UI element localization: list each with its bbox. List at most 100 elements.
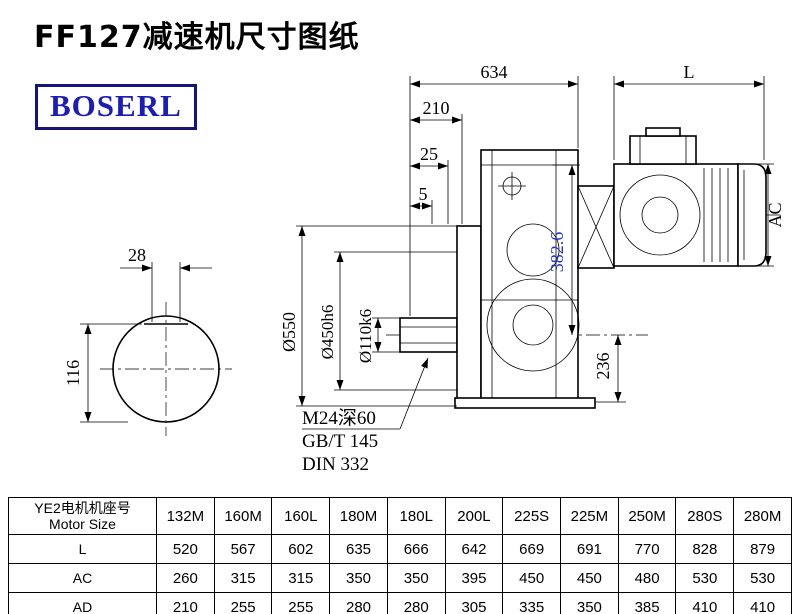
col-header: 180M xyxy=(329,497,388,535)
dimension-flange-dia: Ø550 xyxy=(279,225,457,407)
dim-value: 530 xyxy=(675,563,735,593)
col-header: 160L xyxy=(271,497,331,535)
dim-value: 828 xyxy=(675,534,735,564)
hollow-shaft xyxy=(399,317,458,353)
dim-value: 350 xyxy=(386,563,446,593)
dim-value: 385 xyxy=(617,592,677,614)
col-header: 132M xyxy=(156,497,215,535)
dim-value: 602 xyxy=(271,534,331,564)
tap-callout: M24深60 GB/T 145 DIN 332 xyxy=(302,357,429,475)
dimension-AC: AC xyxy=(740,163,785,267)
dim-value: 635 xyxy=(329,534,388,564)
housing-base xyxy=(454,397,596,409)
dim-value: 530 xyxy=(733,563,792,593)
fan-cover xyxy=(737,163,767,267)
col-header: 180L xyxy=(386,497,446,535)
dim-AC-label: AC xyxy=(765,202,785,227)
dim-value: 450 xyxy=(502,563,562,593)
gear-outline xyxy=(486,278,580,372)
dim-value: 255 xyxy=(213,592,273,614)
gbt-standard-label: GB/T 145 xyxy=(302,431,378,452)
dim-value: 260 xyxy=(156,563,215,593)
dim-value: 280 xyxy=(329,592,388,614)
col-header: 225S xyxy=(502,497,562,535)
table-row-L: L 520 567 602 635 666 642 669 691 770 82… xyxy=(8,534,792,564)
dimension-382-6: 382.6 xyxy=(547,164,580,335)
main-view: 634 L 210 25 5 xyxy=(279,62,785,475)
dim-value: 666 xyxy=(386,534,446,564)
table-title-cell: YE2电机机座号 Motor Size xyxy=(8,497,157,535)
col-header: 225M xyxy=(560,497,619,535)
dim-28-label: 28 xyxy=(128,245,146,265)
col-header: 160M xyxy=(213,497,273,535)
tap-hole-label: M24深60 xyxy=(302,407,376,429)
dim-value: 691 xyxy=(560,534,619,564)
dim-450h6-label: Ø450h6 xyxy=(318,305,337,360)
dim-value: 350 xyxy=(329,563,388,593)
dimension-116: 116 xyxy=(63,323,142,423)
dim-value: 315 xyxy=(271,563,331,593)
dim-value: 315 xyxy=(213,563,273,593)
dim-550-label: Ø550 xyxy=(279,312,299,352)
col-header: 280S xyxy=(675,497,735,535)
dim-value: 480 xyxy=(617,563,677,593)
row-label: AC xyxy=(8,563,157,593)
row-label: L xyxy=(8,534,157,564)
boserl-logo: BOSERL xyxy=(35,84,197,130)
col-header: 250M xyxy=(617,497,677,535)
dim-value: 567 xyxy=(213,534,273,564)
dim-116-label: 116 xyxy=(63,360,83,386)
dim-value: 410 xyxy=(675,592,735,614)
dim-value: 350 xyxy=(560,592,619,614)
dim-634-label: 634 xyxy=(481,62,508,82)
dim-value: 669 xyxy=(502,534,562,564)
dimension-spigot-dia: Ø450h6 xyxy=(318,251,457,391)
col-header: 200L xyxy=(444,497,504,535)
motor-end-bell xyxy=(619,174,701,256)
dim-value: 642 xyxy=(444,534,504,564)
dim-value: 450 xyxy=(560,563,619,593)
dim-value: 770 xyxy=(617,534,677,564)
row-label: AD xyxy=(8,592,157,614)
dim-value: 305 xyxy=(444,592,504,614)
motor-size-table: YE2电机机座号 Motor Size 132M 160M 160L 180M … xyxy=(8,497,792,614)
dim-382-6-label: 382.6 xyxy=(547,232,567,273)
gear-housing xyxy=(454,149,596,409)
dimension-key-width: 28 xyxy=(120,245,212,272)
output-flange xyxy=(456,225,482,407)
motor-body xyxy=(613,127,767,267)
table-title-cn: YE2电机机座号 xyxy=(34,500,131,516)
dim-L-label: L xyxy=(684,62,695,82)
dim-value: 410 xyxy=(733,592,792,614)
col-header: 280M xyxy=(733,497,792,535)
motor-adapter xyxy=(577,185,615,269)
dim-236-label: 236 xyxy=(593,353,613,380)
dim-25-label: 25 xyxy=(420,144,438,164)
table-header-row: YE2电机机座号 Motor Size 132M 160M 160L 180M … xyxy=(8,497,792,535)
table-row-AC: AC 260 315 315 350 350 395 450 450 480 5… xyxy=(8,563,792,593)
dimension-634: 634 xyxy=(409,62,579,316)
dim-210-label: 210 xyxy=(423,98,450,118)
din-standard-label: DIN 332 xyxy=(302,454,369,475)
dim-value: 335 xyxy=(502,592,562,614)
dimension-236: 236 xyxy=(593,335,626,403)
dim-5-label: 5 xyxy=(419,184,428,204)
page-title: FF127减速机尺寸图纸 xyxy=(34,20,360,55)
dimension-210: 210 xyxy=(410,98,463,224)
dim-value: 879 xyxy=(733,534,792,564)
dim-value: 520 xyxy=(156,534,215,564)
shaft-section-circle xyxy=(112,315,220,423)
dim-value: 210 xyxy=(156,592,215,614)
dim-110k6-label: Ø110k6 xyxy=(356,309,375,363)
dimension-25: 25 xyxy=(410,144,449,224)
dimension-5: 5 xyxy=(410,184,433,224)
dim-value: 280 xyxy=(386,592,446,614)
table-row-AD: AD 210 255 255 280 280 305 335 350 385 4… xyxy=(8,592,792,614)
dim-value: 395 xyxy=(444,563,504,593)
dimension-L: L xyxy=(613,62,765,160)
shaft-end-view: 28 116 xyxy=(63,245,232,436)
dim-value: 255 xyxy=(271,592,331,614)
table-title-en: Motor Size xyxy=(49,516,116,532)
dimension-shaft-dia: Ø110k6 xyxy=(356,309,400,363)
